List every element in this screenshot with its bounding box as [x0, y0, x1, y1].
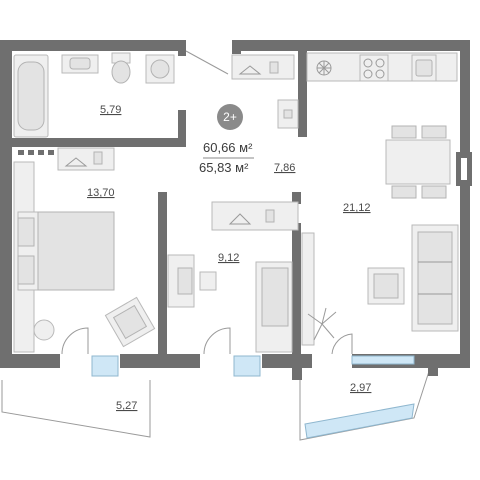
bedroom-wardrobe	[57, 147, 115, 171]
window-living	[351, 355, 415, 365]
bedroom-door	[61, 327, 89, 355]
window-study	[233, 355, 261, 377]
sink-icon	[61, 54, 99, 74]
washing-machine-icon	[145, 54, 175, 84]
study-wardrobe	[211, 201, 299, 231]
bathroom-area: 5,79	[100, 104, 121, 116]
total-area-1: 60,66 м²	[203, 140, 253, 155]
study-chair	[199, 271, 217, 291]
hanger-icon	[231, 54, 295, 80]
bathtub-icon	[13, 54, 49, 138]
hall-area: 7,86	[274, 162, 295, 174]
entrance-door	[185, 50, 229, 75]
window-bathroom-top	[186, 42, 232, 48]
plant-icon	[316, 60, 332, 76]
bed-icon	[17, 211, 115, 291]
living-kitchen-area: 21,12	[343, 202, 371, 214]
toilet-icon	[111, 52, 131, 84]
total-area-2: 65,83 м²	[199, 160, 249, 175]
bedroom-area: 13,70	[87, 187, 115, 199]
badge-label: 2+	[223, 110, 237, 124]
balcony-left-outline	[1, 380, 151, 438]
balcony-right-area: 2,97	[350, 382, 371, 394]
walls	[0, 40, 472, 380]
dining-table-icon	[385, 125, 451, 199]
kitchen-sink-icon	[411, 54, 437, 82]
study-bed	[255, 261, 293, 353]
balcony-right-glazing	[304, 403, 415, 439]
study-door	[203, 327, 231, 355]
sofa-icon	[411, 224, 459, 332]
balcony-right-outline	[299, 361, 433, 441]
coffee-table	[367, 267, 405, 305]
window-bedroom	[91, 355, 119, 377]
round-table-icon	[33, 319, 55, 341]
armchair-icon	[104, 296, 156, 348]
desk-icon	[167, 254, 195, 308]
balcony-door	[331, 333, 353, 355]
living-shelf	[301, 232, 315, 346]
hall-cabinet	[277, 99, 299, 129]
stove-icon	[359, 54, 389, 82]
rooms-type-badge: 2+	[217, 104, 243, 130]
balcony-left-area: 5,27	[116, 400, 137, 412]
decor-plant-icon	[307, 307, 337, 341]
study-area: 9,12	[218, 252, 239, 264]
